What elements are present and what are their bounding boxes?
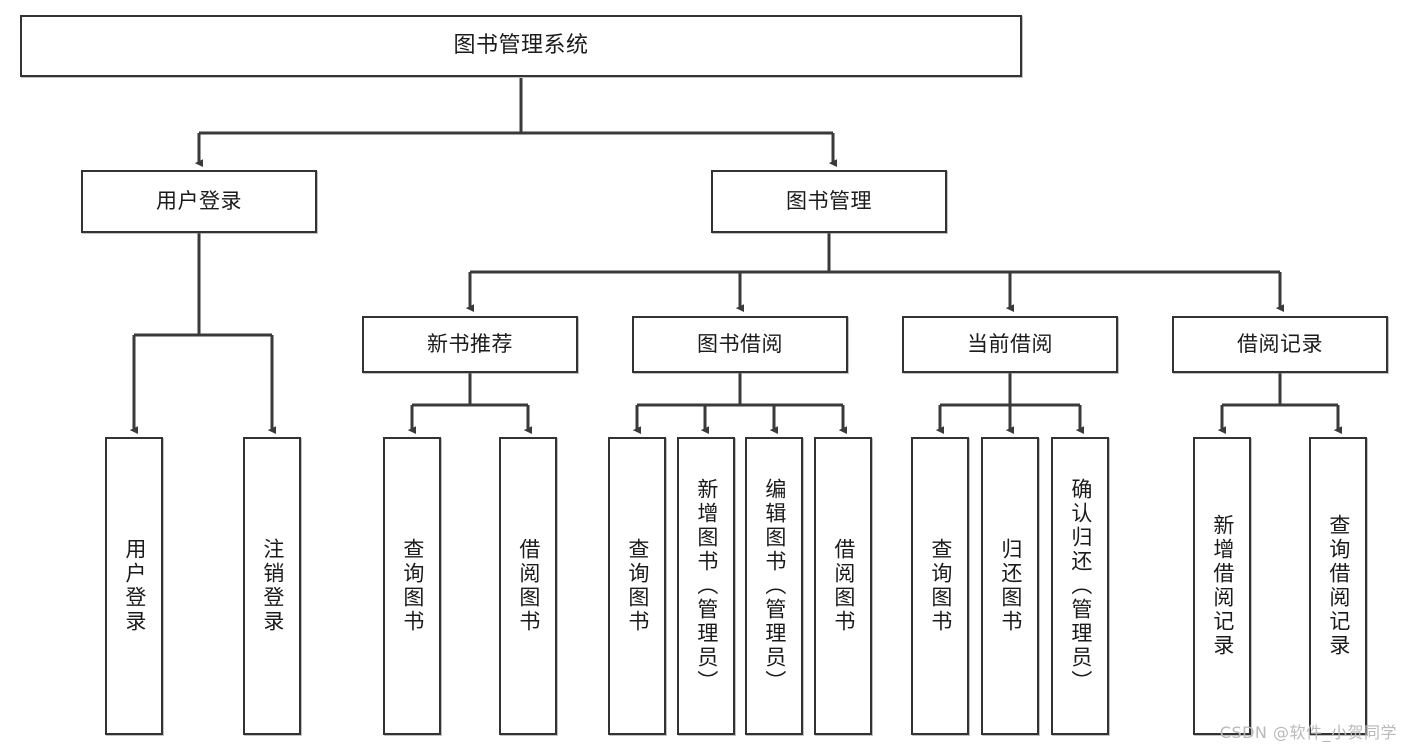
node-current-borrow[interactable]: 当前借阅 [902, 316, 1118, 373]
node-label: 当前借阅 [967, 331, 1053, 356]
node-label: 借阅记录 [1237, 331, 1323, 356]
node-label: 图书管理系统 [453, 32, 589, 58]
node-leaf-edit-book-admin[interactable]: 编辑图书（管理员） [745, 437, 803, 735]
csdn-watermark: CSDN @软件_小贺同学 [1219, 723, 1397, 742]
node-borrow-record[interactable]: 借阅记录 [1172, 316, 1388, 373]
node-leaf-borrow-book[interactable]: 借阅图书 [814, 437, 872, 735]
node-label: 确认归还（管理员） [1068, 478, 1093, 694]
node-label: 查询图书 [928, 538, 953, 634]
node-label: 用户登录 [156, 188, 242, 213]
node-new-book-recommend[interactable]: 新书推荐 [362, 316, 578, 373]
node-label: 注销登录 [260, 538, 285, 634]
node-label: 新增借阅记录 [1210, 514, 1235, 658]
node-leaf-user-logout[interactable]: 注销登录 [243, 437, 301, 735]
node-root-book-management-system[interactable]: 图书管理系统 [20, 15, 1022, 77]
node-label: 查询借阅记录 [1326, 514, 1351, 658]
node-book-manage[interactable]: 图书管理 [711, 170, 947, 233]
node-label: 编辑图书（管理员） [762, 478, 787, 694]
node-leaf-query-book-borrow[interactable]: 查询图书 [608, 437, 666, 735]
node-leaf-user-login[interactable]: 用户登录 [105, 437, 163, 735]
node-label: 查询图书 [625, 538, 650, 634]
node-label: 借阅图书 [831, 538, 856, 634]
node-user-login[interactable]: 用户登录 [81, 170, 317, 233]
node-leaf-query-book-current[interactable]: 查询图书 [911, 437, 969, 735]
node-leaf-confirm-return-admin[interactable]: 确认归还（管理员） [1051, 437, 1109, 735]
node-leaf-add-book-admin[interactable]: 新增图书（管理员） [677, 437, 735, 735]
node-book-borrow[interactable]: 图书借阅 [632, 316, 848, 373]
node-label: 归还图书 [998, 538, 1023, 634]
node-label: 用户登录 [122, 538, 147, 634]
node-label: 新增图书（管理员） [694, 478, 719, 694]
node-leaf-query-borrow-record[interactable]: 查询借阅记录 [1309, 437, 1367, 735]
node-label: 新书推荐 [427, 331, 513, 356]
node-leaf-return-book[interactable]: 归还图书 [981, 437, 1039, 735]
node-label: 查询图书 [400, 538, 425, 634]
node-label: 借阅图书 [516, 538, 541, 634]
node-leaf-query-book-recommend[interactable]: 查询图书 [383, 437, 441, 735]
node-leaf-borrow-book-recommend[interactable]: 借阅图书 [499, 437, 557, 735]
node-leaf-add-borrow-record[interactable]: 新增借阅记录 [1193, 437, 1251, 735]
node-label: 图书借阅 [697, 331, 783, 356]
node-label: 图书管理 [786, 188, 872, 213]
